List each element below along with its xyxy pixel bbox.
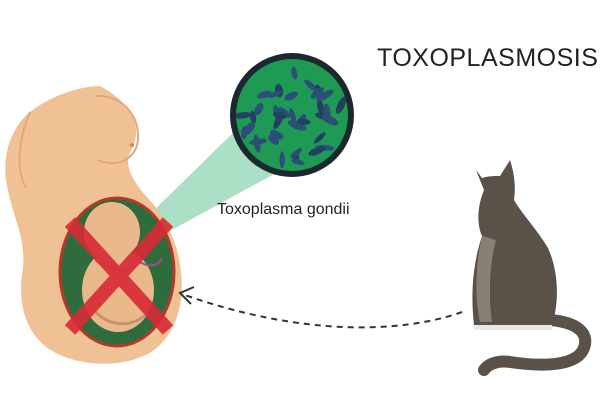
cat-silhouette xyxy=(472,160,585,370)
cat-paws xyxy=(474,325,552,330)
dashed-transmission-arrow xyxy=(180,287,462,327)
parasite-label: Toxoplasma gondii xyxy=(217,201,350,219)
woman-navel xyxy=(130,143,134,147)
parasite-cell xyxy=(280,151,285,168)
fetus-body xyxy=(82,248,154,332)
diagram-title: TOXOPLASMOSIS xyxy=(377,44,598,73)
arrow-path xyxy=(182,294,462,327)
magnified-parasite-view xyxy=(230,53,354,177)
